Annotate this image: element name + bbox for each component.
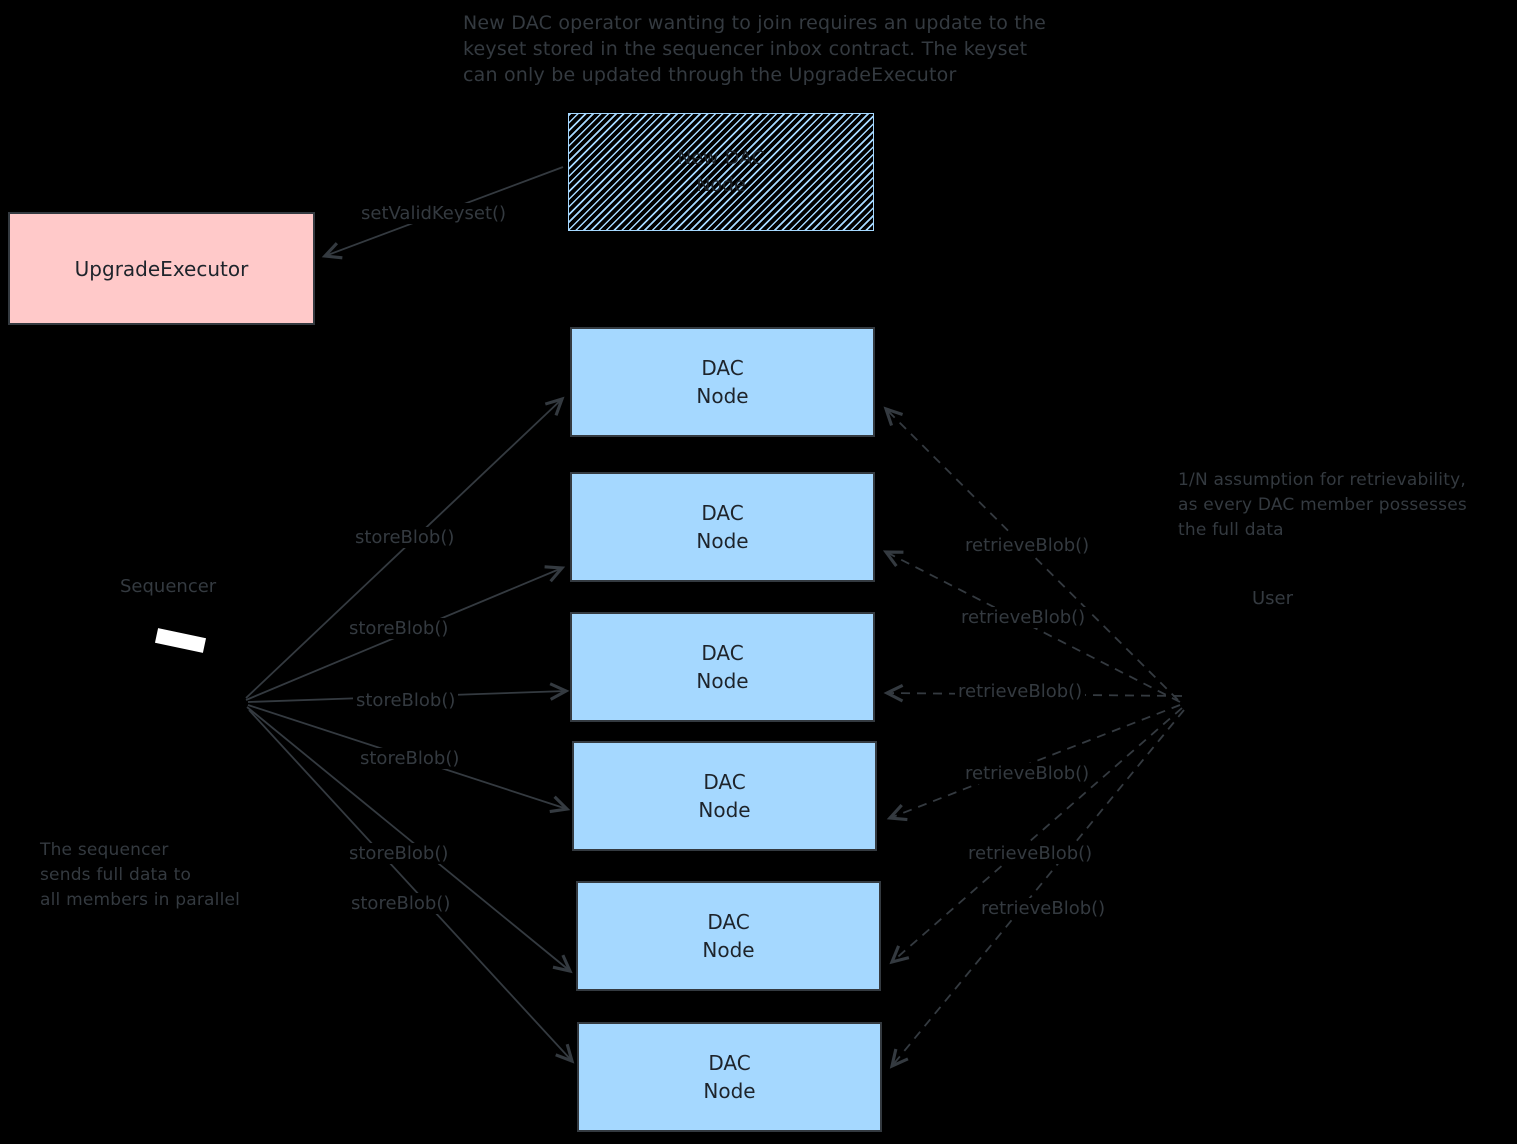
store-blob-label-6: storeBlob() — [348, 893, 454, 914]
retrieve-blob-arrow-6 — [889, 709, 1185, 1069]
user-label: User — [1252, 588, 1294, 609]
new-dac-node-label: New DAC Node — [677, 147, 765, 196]
store-blob-label-4: storeBlob() — [357, 748, 463, 769]
retrieve-blob-label-4: retrieveBlob() — [962, 763, 1093, 784]
store-blob-label-3: storeBlob() — [353, 690, 459, 711]
dac-node-label: DAC Node — [696, 641, 749, 693]
retrieve-blob-label-1: retrieveBlob() — [962, 535, 1093, 556]
store-blob-label-1: storeBlob() — [352, 527, 458, 548]
new-dac-node-box: New DAC Node — [568, 113, 874, 231]
dac-node-label: DAC Node — [702, 910, 755, 962]
retrieve-blob-arrow-5 — [889, 707, 1183, 965]
store-blob-label-2: storeBlob() — [346, 618, 452, 639]
keyset-update-note: New DAC operator wanting to join require… — [463, 12, 1047, 86]
retrieve-blob-label-3: retrieveBlob() — [955, 681, 1086, 702]
retrieve-blob-label-2: retrieveBlob() — [958, 607, 1089, 628]
store-blob-arrow-1 — [245, 396, 565, 699]
upgrade-executor-label: UpgradeExecutor — [74, 256, 249, 281]
dac-node-box-1: DAC Node — [570, 327, 875, 437]
parallel-send-note: The sequencer sends full data to all mem… — [40, 840, 241, 910]
store-blob-label-5: storeBlob() — [346, 843, 452, 864]
sequencer-label: Sequencer — [120, 576, 217, 597]
store-blob-arrow-6 — [248, 709, 575, 1064]
dac-node-label: DAC Node — [696, 356, 749, 408]
retrieve-blob-label-6: retrieveBlob() — [978, 898, 1109, 919]
dac-node-box-3: DAC Node — [570, 612, 875, 722]
dac-node-box-5: DAC Node — [576, 881, 881, 991]
dac-node-box-2: DAC Node — [570, 472, 875, 582]
retrieve-blob-arrow-4 — [886, 704, 1181, 822]
retrievability-note: 1/N assumption for retrievability, as ev… — [1178, 470, 1467, 540]
dac-node-box-4: DAC Node — [572, 741, 877, 851]
upgrade-executor-box: UpgradeExecutor — [8, 212, 315, 325]
dac-node-label: DAC Node — [696, 501, 749, 553]
dac-node-box-6: DAC Node — [577, 1022, 882, 1132]
retrieve-blob-label-5: retrieveBlob() — [965, 843, 1096, 864]
retrieve-blob-arrow-1 — [883, 406, 1179, 701]
store-blob-arrow-5 — [246, 706, 573, 974]
dac-node-label: DAC Node — [698, 770, 751, 822]
set-valid-keyset-label: setValidKeyset() — [358, 203, 510, 224]
dac-node-label: DAC Node — [703, 1051, 756, 1103]
